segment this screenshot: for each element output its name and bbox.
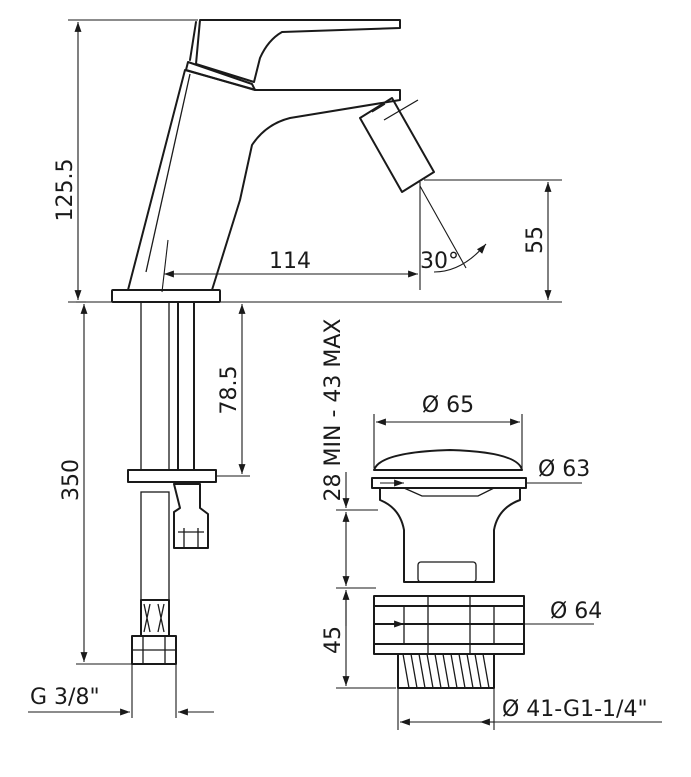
waste-slot [417,561,477,583]
dim-shank-length: 78.5 [217,366,242,415]
fixing-plate [127,469,217,483]
dimension-lines [28,19,562,718]
dim-flange-diameter: Ø 63 [538,457,590,482]
dim-spout-height: 55 [523,226,548,254]
hose-ferrule [140,599,170,637]
dim-overall-height: 125.5 [53,159,78,222]
dim-hose-thread: G 3/8" [30,685,100,710]
mixer-body [111,19,435,303]
deck-base [111,289,221,303]
hose-assembly [127,301,217,665]
threaded-shank [177,301,195,471]
waste-dimension-lines [336,414,662,730]
dim-hose-length: 350 [59,459,84,501]
waste-thread [397,653,495,689]
dim-angle: 30° [420,249,459,274]
popup-waste [371,449,527,689]
dim-waste-height: 45 [321,626,346,654]
dim-nut-diameter: Ø 64 [550,599,602,624]
dim-spout-reach: 114 [269,249,311,274]
dim-cap-diameter: Ø 65 [422,393,474,418]
dim-clearance: 28 MIN - 43 MAX [321,319,346,502]
handle-lever [195,19,401,83]
dimension-labels: 125.5 114 30° 55 78.5 350 G 3/8" 28 MIN … [30,159,648,722]
waste-cap [373,449,523,471]
aerator-nozzle [359,97,435,193]
fixing-nut [173,483,209,549]
braided-hose-upper [140,301,170,471]
waste-body [379,487,521,583]
body-and-spout [127,69,401,291]
braided-hose-lower [140,491,170,601]
dim-waste-thread: Ø 41-G1-1/4" [502,697,648,722]
